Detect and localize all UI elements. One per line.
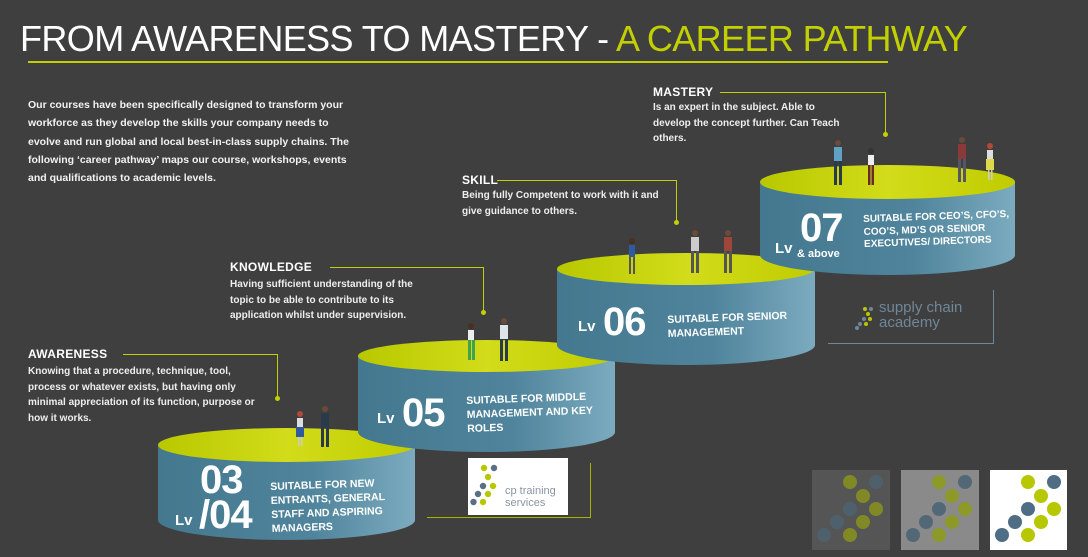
logo-tile-white [990,470,1067,550]
level-number: 07 [800,206,843,250]
intro-text: Our courses have been specifically desig… [28,99,349,185]
logo-tile-dark [812,470,890,550]
person-figure [296,411,304,446]
level-description: SUITABLE FOR NEW ENTRANTS, GENERAL STAFF… [270,477,386,535]
person-figure [500,318,508,361]
logo-frame-line [828,343,994,344]
supply-chain-academy-logo: supply chain academy [855,299,975,334]
callout-dot [674,220,679,225]
dots-logo-icon [470,464,498,506]
stage-text-knowledge: Having sufficient understanding of the t… [230,279,413,321]
level-prefix: Lv [377,410,395,427]
title-underline [28,61,888,63]
title-main: FROM AWARENESS TO MASTERY - [20,18,616,59]
level-number-secondary: /04 [199,493,253,537]
person-figure [868,148,874,185]
people-figures [296,137,994,447]
stage-text-awareness: Knowing that a procedure, technique, too… [28,366,255,424]
callout-dot [883,132,888,137]
callout-line [277,354,278,398]
stage-heading-mastery: MASTERY [653,85,714,99]
level-description: SUITABLE FOR CEO’S, CFO’S, COO’S, MD’S O… [863,208,1010,250]
level-prefix: Lv [775,240,793,257]
page-title: FROM AWARENESS TO MASTERY - A CAREER PAT… [20,18,968,60]
stage-heading-knowledge: KNOWLEDGE [230,260,313,274]
step-lv07 [760,165,1016,275]
sca-logo-line1: supply chain [879,299,963,316]
level-description: SUITABLE FOR SENIOR MANAGEMENT [667,309,788,340]
level-prefix: Lv [175,512,193,529]
logo-frame-line [993,290,994,343]
callout-line [676,180,677,222]
logo-frame-line [590,463,591,518]
person-figure [321,406,329,447]
callout-line [720,92,885,93]
person-figure [986,143,994,180]
person-figure [834,140,842,185]
level-prefix: Lv [578,318,596,335]
callout-line [483,267,484,312]
person-figure [724,230,732,273]
step-lv06 [557,253,815,365]
callout-line [123,354,278,355]
callout-dot [275,396,280,401]
level-number: 05 [402,391,445,435]
dots-logo-icon [855,307,873,330]
stage-text-mastery: Is an expert in the subject. Able to dev… [653,102,840,144]
cp-logo-line2: services [505,497,546,509]
step-lv03-04 [158,428,415,540]
cp-training-logo: cp training services [468,458,568,515]
title-accent: A CAREER PATHWAY [616,18,968,59]
level-suffix: & above [797,248,840,260]
stage-text-skill: Being fully Competent to work with it an… [462,190,659,217]
stage-heading-awareness: AWARENESS [28,347,108,361]
person-figure [468,323,475,360]
person-figure [958,137,966,182]
level-number: 03 [200,458,243,502]
level-number: 06 [603,300,646,344]
callout-line [885,92,886,134]
callout-dot [481,310,486,315]
level-description: SUITABLE FOR MIDDLE MANAGEMENT AND KEY R… [466,390,593,435]
logo-variant-tiles [812,470,1067,550]
person-figure [691,230,699,273]
logo-frame-line [427,517,590,518]
cp-logo-line1: cp training [505,485,556,497]
sca-logo-line2: academy [879,314,940,331]
callout-line [497,180,676,181]
stage-heading-skill: SKILL [462,173,499,187]
callout-line [330,267,483,268]
logo-tile-grey [901,470,979,550]
person-figure [629,238,635,274]
step-lv05 [358,340,615,452]
